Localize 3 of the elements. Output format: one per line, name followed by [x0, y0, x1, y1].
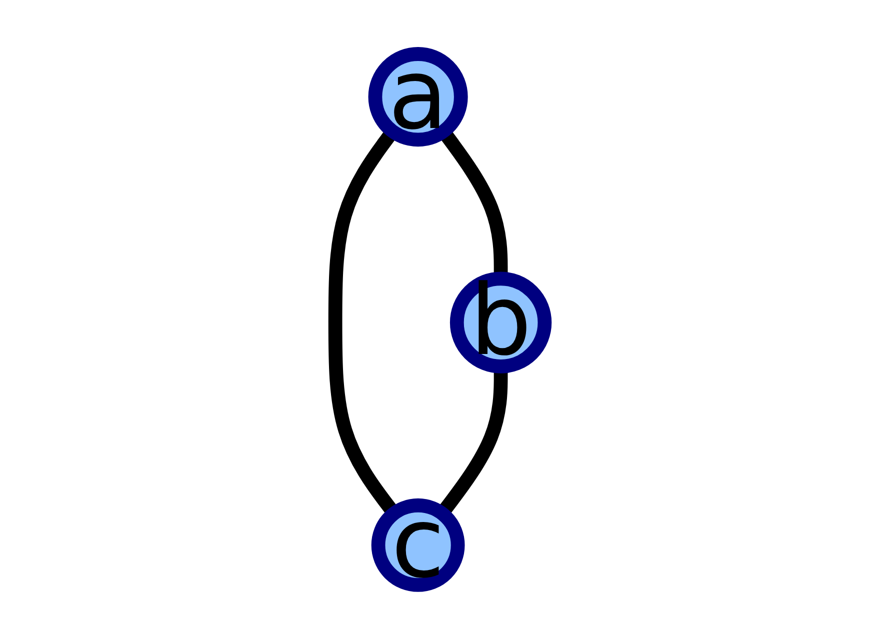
node-circle: c: [371, 498, 465, 592]
node-circle: b: [450, 272, 552, 374]
node-circle: a: [368, 47, 468, 147]
